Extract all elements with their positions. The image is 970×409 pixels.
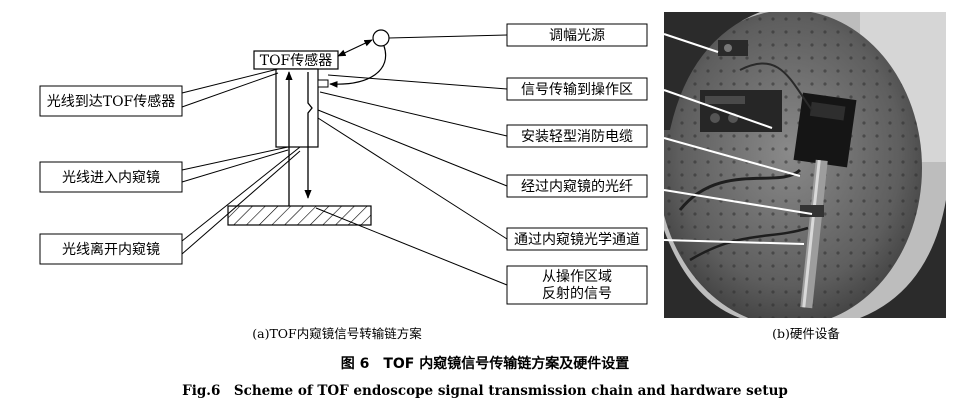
outgoing-ray-down — [304, 72, 313, 199]
label-enter-endoscope: 光线进入内窥镜 — [62, 169, 160, 186]
figure-title-en: Fig.6 Scheme of TOF endoscope signal tra… — [182, 383, 788, 399]
photo-leader-1 — [663, 33, 719, 53]
label-leave-endoscope: 光线离开内窥镜 — [62, 241, 160, 258]
leader-fiber — [317, 109, 508, 187]
label-box-arrive-sensor — [39, 85, 183, 117]
sensor-source-arrow — [337, 39, 373, 57]
photo-leader-5 — [663, 239, 805, 245]
leader-enter-2 — [181, 149, 289, 183]
endoscope-body — [275, 68, 319, 148]
label-box-enter-endoscope — [39, 161, 183, 193]
label-reflected-line2: 反射的信号 — [542, 286, 612, 302]
leader-cable — [319, 91, 508, 137]
source-feed-curve — [329, 45, 387, 88]
leader-leave-1 — [181, 146, 301, 242]
label-signal-to-area: 信号传输到操作区 — [521, 82, 633, 98]
leader-leave-2 — [181, 150, 301, 255]
label-am-source: 调幅光源 — [549, 28, 605, 44]
label-box-leave-endoscope — [39, 233, 183, 265]
leader-reflected — [315, 207, 508, 286]
leader-enter-1 — [181, 146, 289, 171]
leader-am-source — [388, 34, 508, 39]
leader-optical-channel — [317, 117, 508, 240]
leader-signal-to-area — [327, 74, 508, 90]
target-surface — [227, 205, 372, 226]
leader-arrive-2 — [181, 72, 279, 108]
photo-leader-3 — [663, 137, 801, 177]
caption-a: (a)TOF内窥镜信号转输链方案 — [252, 326, 422, 341]
figure-title-cn: 图 6 TOF 内窥镜信号传输链方案及硬件设置 — [341, 355, 630, 372]
schematic-a: TOF传感器 光线到达TOF传感器 光线进入内窥镜 光线离开内窥镜 — [39, 23, 648, 305]
leader-arrive-1 — [181, 68, 279, 94]
label-box-reflected — [506, 265, 648, 305]
caption-b: (b)硬件设备 — [772, 326, 840, 341]
light-source-circle — [372, 29, 390, 47]
label-reflected-line1: 从操作区域 — [542, 269, 612, 285]
label-fiber: 经过内窥镜的光纤 — [521, 178, 633, 195]
hardware-photo — [663, 12, 946, 318]
photo-leader-4 — [663, 189, 813, 215]
photo-leader-2 — [663, 89, 773, 129]
label-cable: 安装轻型消防电缆 — [521, 129, 633, 145]
connector-stub — [317, 79, 329, 88]
label-optical-channel: 通过内窥镜光学通道 — [514, 231, 640, 248]
tof-sensor-label: TOF传感器 — [260, 52, 333, 69]
label-arrive-sensor: 光线到达TOF传感器 — [47, 93, 176, 110]
